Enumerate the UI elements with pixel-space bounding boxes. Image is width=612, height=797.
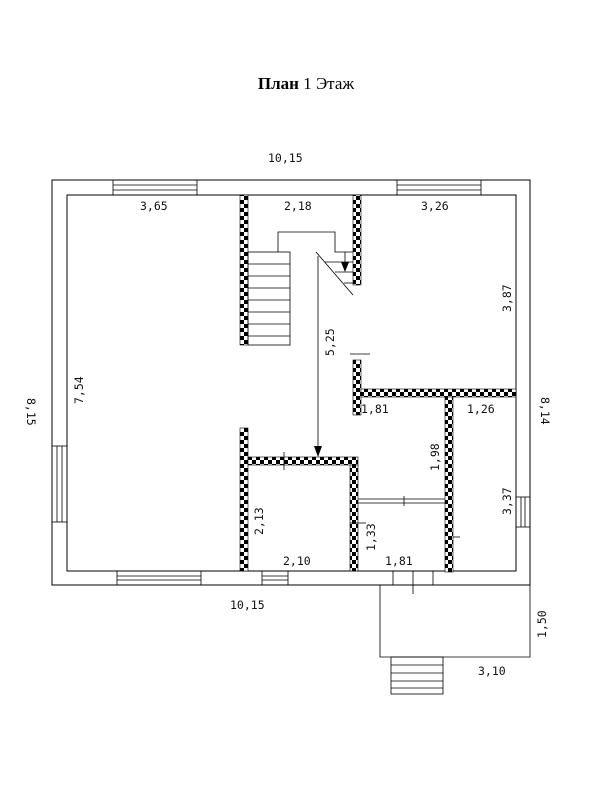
wall-stair-right bbox=[352, 194, 362, 286]
dim-bottom-overall: 10,15 bbox=[230, 598, 265, 612]
windows bbox=[51, 179, 531, 594]
dim-room-living-height: 7,54 bbox=[72, 376, 86, 404]
dim-room-living-width: 3,65 bbox=[140, 199, 168, 213]
porch-steps bbox=[390, 656, 444, 695]
dim-porch-width: 3,10 bbox=[478, 664, 506, 678]
wall-bath-left bbox=[239, 427, 249, 572]
wall-stair-left bbox=[239, 194, 249, 346]
window-top-right bbox=[396, 179, 482, 196]
dim-room-wc-width: 1,81 bbox=[385, 554, 413, 568]
dim-corridor-length: 5,25 bbox=[323, 328, 337, 356]
dim-room-bath-width: 2,10 bbox=[283, 554, 311, 568]
porch bbox=[379, 585, 531, 695]
interior-walls bbox=[239, 194, 517, 573]
dimension-labels: 10,15 10,15 8,15 8,14 3,65 7,54 2,18 5,2… bbox=[24, 151, 552, 678]
dim-room-se-height: 3,37 bbox=[500, 487, 514, 515]
wall-hall-top bbox=[360, 388, 517, 398]
window-bottom-small bbox=[261, 570, 289, 586]
dim-stair-width: 2,18 bbox=[284, 199, 312, 213]
dim-room-bath-height: 2,13 bbox=[252, 507, 266, 535]
dim-right-overall: 8,14 bbox=[538, 397, 552, 425]
window-right bbox=[515, 496, 531, 528]
wall-wc-top bbox=[358, 498, 445, 504]
dim-room-ne-width: 3,26 bbox=[421, 199, 449, 213]
wall-se-left bbox=[444, 396, 454, 573]
entrance-door-gap bbox=[392, 570, 434, 594]
window-left bbox=[51, 445, 68, 523]
corridor-arrow bbox=[314, 252, 349, 457]
dim-hall-width: 1,81 bbox=[361, 402, 389, 416]
plan-title-floor: 1 Этаж bbox=[303, 74, 355, 93]
wall-bath-right bbox=[349, 464, 359, 572]
door-marks bbox=[283, 353, 460, 538]
dim-room-ne-height: 3,87 bbox=[500, 284, 514, 312]
dim-left-overall: 8,15 bbox=[24, 398, 38, 426]
plan-title: План 1 Этаж bbox=[0, 74, 612, 94]
dim-top-overall: 10,15 bbox=[268, 151, 303, 165]
window-bottom-left bbox=[116, 570, 202, 586]
dim-room-wc-height: 1,33 bbox=[364, 523, 378, 551]
dim-hall-height: 1,98 bbox=[428, 443, 442, 471]
wall-corridor-right bbox=[352, 359, 362, 416]
dim-room-se-width: 1,26 bbox=[467, 402, 495, 416]
dim-porch-depth: 1,50 bbox=[535, 610, 549, 638]
plan-title-bold: План bbox=[257, 74, 299, 93]
wall-bath-top bbox=[247, 456, 359, 466]
window-top-left bbox=[112, 179, 198, 196]
exterior-walls bbox=[51, 179, 531, 586]
staircase bbox=[247, 231, 354, 346]
